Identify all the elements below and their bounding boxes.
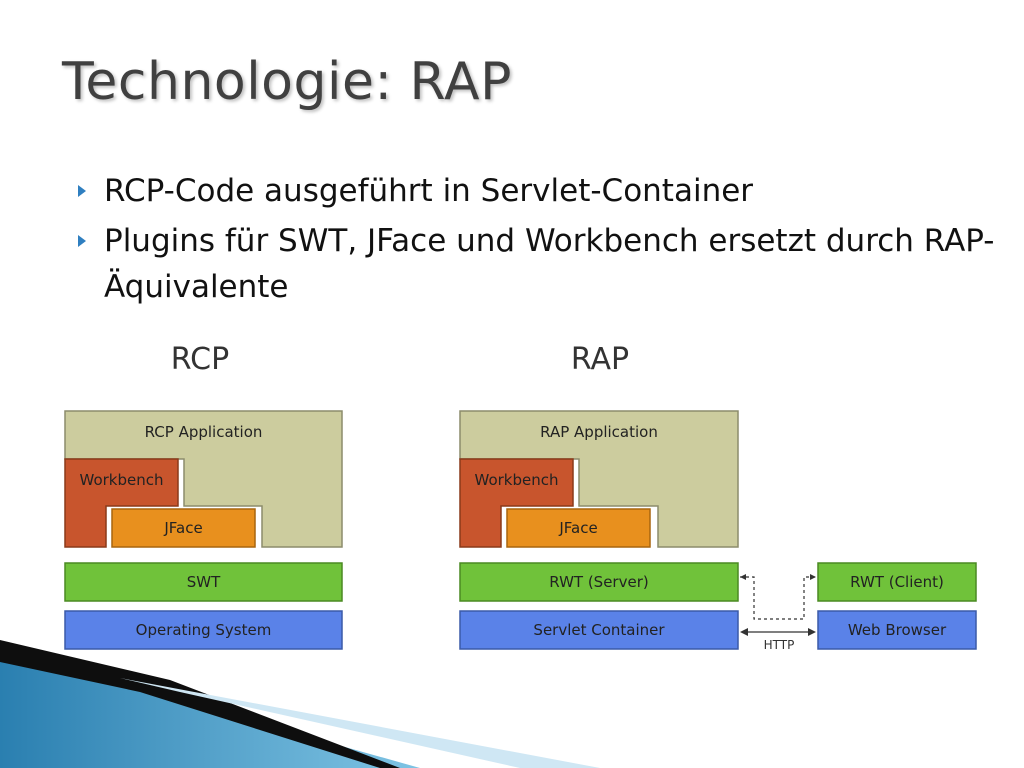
http-arrowhead-left <box>740 628 748 636</box>
connector-arrowhead-right <box>810 574 816 580</box>
decorative-swoosh <box>0 640 600 768</box>
connector-arrowhead-left <box>740 574 746 580</box>
rap-rwt-client-block <box>817 562 977 602</box>
bullet-item: RCP-Code ausgeführt in Servlet-Container <box>78 168 998 214</box>
slide-title: Technologie: RAP <box>62 52 512 112</box>
rap-rwt-client-label: RWT (Client) <box>850 573 944 591</box>
rap-workbench-label: Workbench <box>474 471 559 489</box>
rap-jface-label: JFace <box>559 519 598 537</box>
bullet-text: RCP-Code ausgeführt in Servlet-Container <box>104 173 754 209</box>
rcp-jface-label: JFace <box>164 519 203 537</box>
rcp-application-label: RCP Application <box>144 423 263 441</box>
rap-jface-block <box>506 508 651 548</box>
http-arrowhead-right <box>808 628 816 636</box>
bullet-list: RCP-Code ausgeführt in Servlet-Container… <box>78 168 998 314</box>
rcp-workbench-block <box>64 458 179 548</box>
rap-rwt-server-label: RWT (Server) <box>549 573 649 591</box>
rcp-swt-label: SWT <box>186 573 221 591</box>
rcp-jface-block <box>111 508 256 548</box>
rwt-dashed-connector <box>740 576 816 620</box>
rap-servlet-container-label: Servlet Container <box>533 621 665 639</box>
triangle-bullet-icon <box>78 235 86 247</box>
bullet-text: Plugins für SWT, JFace und Workbench ers… <box>104 223 995 305</box>
rap-application-label: RAP Application <box>540 423 658 441</box>
rcp-workbench-label: Workbench <box>79 471 164 489</box>
architecture-diagram: RCP RAP RCP Application Workbench JFace … <box>0 330 1024 670</box>
rcp-swt-block <box>64 562 343 602</box>
rap-servlet-container-block <box>459 610 739 650</box>
bullet-item: Plugins für SWT, JFace und Workbench ers… <box>78 218 998 310</box>
rap-web-browser-label: Web Browser <box>847 621 947 639</box>
diagram-graphics <box>64 410 977 650</box>
rap-workbench-block <box>459 458 574 548</box>
rap-rwt-server-block <box>459 562 739 602</box>
rap-heading: RAP <box>570 342 630 377</box>
rap-web-browser-block <box>817 610 977 650</box>
rcp-os-block <box>64 610 343 650</box>
http-label: HTTP <box>763 638 795 652</box>
rcp-os-label: Operating System <box>135 621 272 639</box>
rcp-heading: RCP <box>170 342 230 377</box>
triangle-bullet-icon <box>78 185 86 197</box>
